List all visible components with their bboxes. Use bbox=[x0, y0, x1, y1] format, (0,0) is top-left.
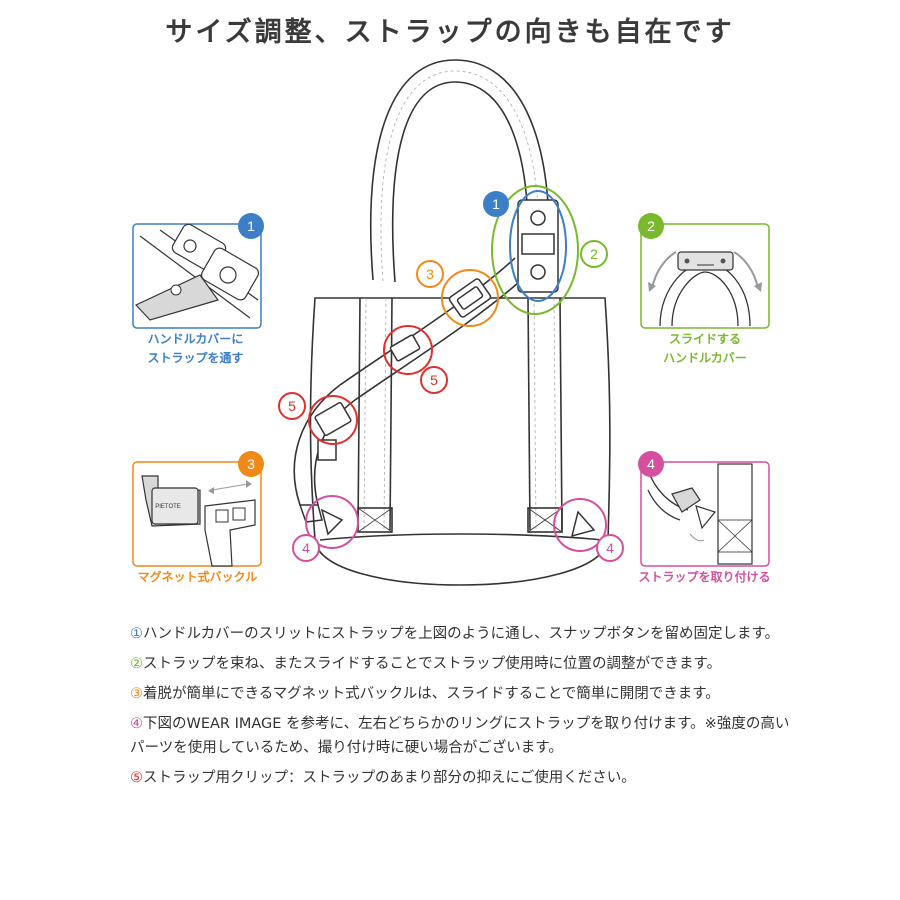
badge-4-main-a: 4 bbox=[292, 534, 320, 562]
highlight-4a bbox=[305, 495, 359, 549]
highlight-5b bbox=[308, 395, 358, 445]
note-5-text: ストラップ用クリップ：ストラップのあまり部分の抑えにご使用ください。 bbox=[143, 770, 636, 786]
buckle-brand-label: PIETOTE bbox=[155, 504, 181, 510]
magnetic-buckle bbox=[448, 278, 492, 318]
strap-clip bbox=[314, 334, 421, 461]
note-2-text: ストラップを束ね、またスライドすることでストラップ使用時に位置の調整ができます。 bbox=[143, 656, 722, 672]
note-4-num: ④ bbox=[130, 716, 143, 732]
note-3-num: ③ bbox=[130, 686, 143, 702]
svg-text:5: 5 bbox=[288, 398, 296, 414]
handle-cover bbox=[517, 199, 559, 293]
bag-body bbox=[309, 297, 611, 586]
note-3-text: 着脱が簡単にできるマグネット式バックルは、スライドすることで簡単に開閉できます。 bbox=[143, 686, 720, 702]
caption-blue-line1: ハンドルカバーに bbox=[147, 332, 244, 346]
note-5-num: ⑤ bbox=[130, 770, 143, 786]
badge-2-panel: 2 bbox=[647, 218, 655, 234]
caption-handle-cover: ハンドルカバーに ストラップを通す bbox=[133, 330, 258, 368]
caption-green-line1: スライドする bbox=[668, 332, 741, 346]
bag-handle bbox=[370, 59, 550, 283]
badge-3-main: 3 bbox=[416, 260, 444, 288]
note-2: ②ストラップを束ね、またスライドすることでストラップ使用時に位置の調整ができます… bbox=[130, 652, 790, 676]
instruction-notes: ①ハンドルカバーのスリットにストラップを上図のように通し、スナップボタンを留め固… bbox=[130, 622, 790, 796]
highlight-3 bbox=[441, 269, 499, 327]
note-3: ③着脱が簡単にできるマグネット式バックルは、スライドすることで簡単に開閉できます… bbox=[130, 682, 790, 706]
note-1-text: ハンドルカバーのスリットにストラップを上図のように通し、スナップボタンを留め固定… bbox=[143, 626, 780, 642]
detail-panel-3: PIETOTE 3 bbox=[132, 451, 264, 567]
caption-slide-cover: スライドする ハンドルカバー bbox=[640, 330, 770, 368]
badge-4-main-b: 4 bbox=[596, 534, 624, 562]
svg-text:4: 4 bbox=[302, 540, 310, 556]
badge-5-main-b: 5 bbox=[278, 392, 306, 420]
badge-2-main: 2 bbox=[580, 240, 608, 268]
svg-text:2: 2 bbox=[590, 246, 598, 262]
badge-5-main-a: 5 bbox=[420, 366, 448, 394]
badge-4-panel: 4 bbox=[647, 456, 655, 472]
note-4: ④下図のWEAR IMAGE を参考に、左右どちらかのリングにストラップを取り付… bbox=[130, 712, 790, 760]
caption-blue-line2: ストラップを通す bbox=[147, 351, 244, 365]
note-1: ①ハンドルカバーのスリットにストラップを上図のように通し、スナップボタンを留め固… bbox=[130, 622, 790, 646]
caption-green-line2: ハンドルカバー bbox=[663, 351, 747, 365]
note-4-text: 下図のWEAR IMAGE を参考に、左右どちらかのリングにストラップを取り付け… bbox=[130, 716, 790, 756]
highlight-2 bbox=[491, 185, 579, 315]
svg-text:5: 5 bbox=[430, 372, 438, 388]
svg-text:3: 3 bbox=[426, 266, 434, 282]
detail-panel-2: 2 bbox=[638, 213, 770, 329]
badge-3-panel: 3 bbox=[247, 456, 255, 472]
svg-text:4: 4 bbox=[606, 540, 614, 556]
highlight-1 bbox=[509, 190, 567, 302]
bag-diagram: 1 2 3 5 5 4 4 1 bbox=[132, 59, 770, 586]
page-title: サイズ調整、ストラップの向きも自在です bbox=[165, 17, 735, 48]
note-5: ⑤ストラップ用クリップ：ストラップのあまり部分の抑えにご使用ください。 bbox=[130, 766, 790, 790]
highlight-5a bbox=[383, 325, 433, 375]
detail-panel-4: 4 bbox=[638, 451, 770, 567]
note-2-num: ② bbox=[130, 656, 143, 672]
note-1-num: ① bbox=[130, 626, 143, 642]
badge-1-panel: 1 bbox=[247, 218, 255, 234]
svg-text:1: 1 bbox=[492, 196, 500, 212]
caption-magnet-buckle: マグネット式バックル bbox=[137, 570, 258, 584]
detail-panel-1: 1 bbox=[132, 213, 264, 329]
caption-attach-strap: ストラップを取り付ける bbox=[638, 570, 771, 584]
badge-1-main: 1 bbox=[483, 191, 509, 217]
highlight-4b bbox=[553, 498, 607, 552]
